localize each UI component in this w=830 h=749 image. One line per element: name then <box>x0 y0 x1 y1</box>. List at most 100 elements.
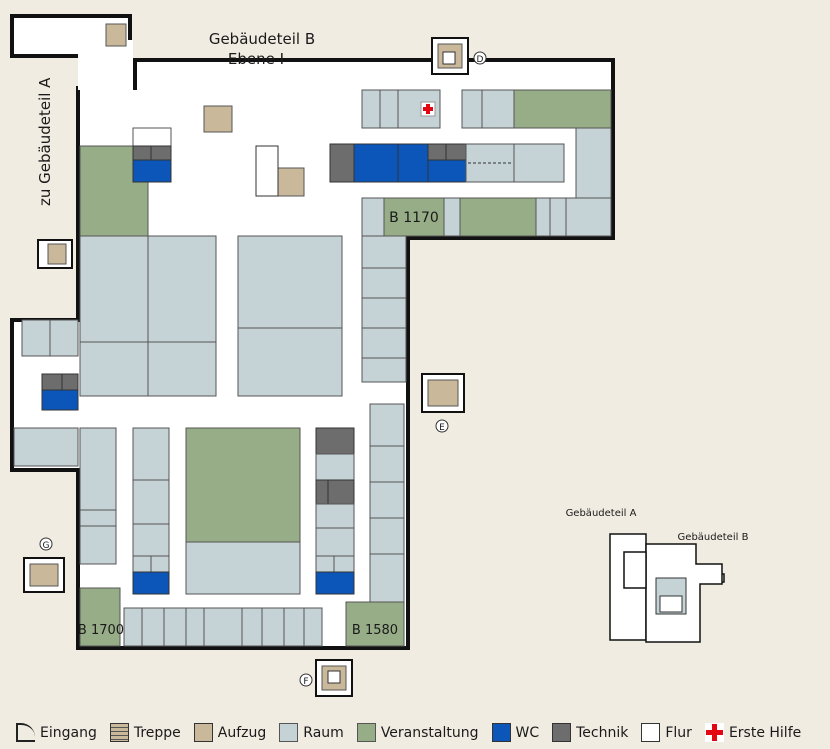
legend-raum-label: Raum <box>303 724 344 741</box>
room-lc-3 <box>132 523 170 557</box>
tech-mid-1 <box>329 143 355 183</box>
legend-technik: Technik <box>552 723 628 742</box>
wc-mid-1 <box>353 143 399 183</box>
room-tr-2 <box>379 89 399 129</box>
room-left-3 <box>147 341 217 397</box>
room-left-2 <box>147 235 217 343</box>
room-row-3 <box>535 197 551 237</box>
room-rc-4 <box>361 327 407 359</box>
legend-wc-label: WC <box>515 724 540 741</box>
legend-raum: Raum <box>279 723 344 742</box>
stair-icon <box>109 723 129 742</box>
raum-swatch <box>279 723 299 742</box>
event-hall <box>185 427 301 543</box>
title-line-1: Gebäudeteil B <box>209 30 315 48</box>
room-row-2 <box>443 197 461 237</box>
wc-lrc <box>315 571 355 595</box>
wc-mid-3 <box>427 159 467 183</box>
room-tr-1 <box>361 89 381 129</box>
legend-flur: Flur <box>641 723 692 742</box>
title-line-2: Ebene I <box>228 50 284 68</box>
wc-lc <box>132 571 170 595</box>
legend-flur-label: Flur <box>665 724 692 741</box>
wc-mid-2 <box>397 143 429 183</box>
tech-mid-3 <box>445 143 467 161</box>
room-left-4 <box>79 341 149 397</box>
overview-part-b: Gebäudeteil B <box>678 532 749 543</box>
room-fl-2 <box>49 319 79 357</box>
entrance-d: D <box>477 55 484 65</box>
entrance-e: E <box>439 423 445 433</box>
label-b1170: B 1170 <box>389 210 439 226</box>
room-ll-1 <box>79 427 117 511</box>
side-label: zu Gebäudeteil A <box>36 77 54 206</box>
room-b1700 <box>79 587 121 647</box>
room-tr-5 <box>575 127 612 199</box>
room-rc-5 <box>361 357 407 383</box>
tower-f <box>315 659 353 697</box>
elevator-icon <box>193 723 213 742</box>
tech-fl-2 <box>61 373 79 391</box>
flur-swatch <box>641 723 661 742</box>
room-fl-1 <box>21 319 51 357</box>
first-aid-legend-icon <box>704 723 724 742</box>
label-b1700: B 1700 <box>78 623 124 638</box>
floor-plan: Gebäudeteil B Ebene I zu Gebäudeteil A B… <box>10 14 749 697</box>
label-b1580: B 1580 <box>352 623 398 638</box>
room-b1580 <box>345 601 405 647</box>
overview-part-a: Gebäudeteil A <box>566 508 637 519</box>
legend-erste-hilfe-label: Erste Hilfe <box>728 724 802 741</box>
event-room-row <box>459 197 537 237</box>
entrance-g: G <box>43 541 50 551</box>
room-row-5 <box>565 197 612 237</box>
corridor-connector <box>78 40 133 90</box>
event-room-tr <box>513 89 612 129</box>
legend: Eingang Treppe Aufzug Raum Veranstaltung… <box>0 716 830 749</box>
legend-eingang-label: Eingang <box>40 724 97 741</box>
room-rc-2 <box>361 267 407 299</box>
room-row-1 <box>361 197 385 237</box>
tower-d <box>431 37 469 75</box>
tech-lrc-1 <box>315 427 355 455</box>
legend-veranstaltung-label: Veranstaltung <box>380 724 479 741</box>
room-under-hall <box>185 541 301 595</box>
legend-treppe: Treppe <box>109 723 181 742</box>
legend-eingang: Eingang <box>16 723 97 742</box>
entrance-f: F <box>303 677 308 687</box>
room-tr-3 <box>461 89 483 129</box>
tower-left <box>37 239 73 269</box>
room-mid-2 <box>513 143 565 183</box>
room-ll-3 <box>79 525 117 565</box>
wc-swatch <box>491 723 511 742</box>
stair-center-mid <box>277 167 305 197</box>
room-tr-4 <box>481 89 515 129</box>
stair-center-top <box>203 105 233 133</box>
legend-technik-label: Technik <box>576 724 629 741</box>
room-rc-1 <box>361 235 407 269</box>
room-small-upper <box>132 127 172 147</box>
room-lc-1 <box>132 427 170 481</box>
tech-upper-2 <box>150 145 172 161</box>
eingang-icon <box>16 723 35 742</box>
room-ll-2 <box>79 509 117 527</box>
legend-wc: WC <box>491 723 540 742</box>
technik-swatch <box>552 723 572 742</box>
room-b1170 <box>383 197 445 237</box>
room-lc-2 <box>132 479 170 525</box>
room-center-bottom <box>237 327 343 397</box>
tower-g <box>23 557 65 593</box>
legend-erste-hilfe: Erste Hilfe <box>704 723 802 742</box>
overview-map: Gebäudeteil A Gebäudeteil B <box>566 508 749 643</box>
tower-e <box>421 373 465 413</box>
wc-upper-left <box>132 159 172 183</box>
wc-fl <box>41 389 79 411</box>
tech-mid-2 <box>427 143 447 161</box>
stair-top-left <box>105 23 127 47</box>
shaft-center <box>255 145 279 197</box>
room-row-4 <box>549 197 567 237</box>
tech-upper-1 <box>132 145 152 161</box>
legend-treppe-label: Treppe <box>133 724 181 741</box>
tech-fl-1 <box>41 373 63 391</box>
room-fl-3 <box>13 427 79 467</box>
room-center-top <box>237 235 343 329</box>
